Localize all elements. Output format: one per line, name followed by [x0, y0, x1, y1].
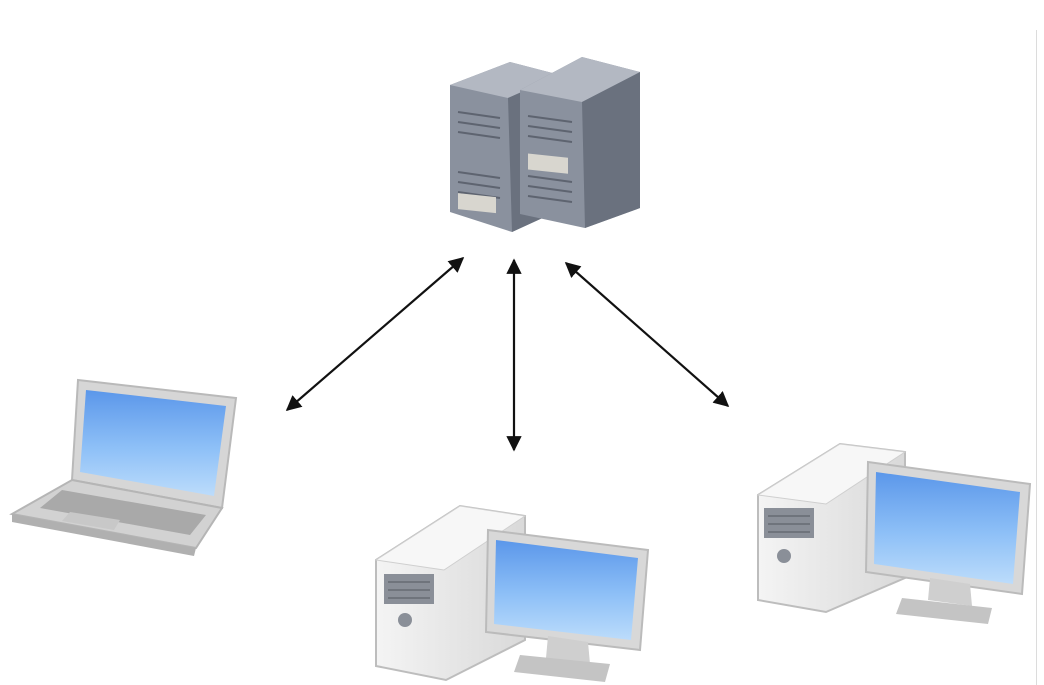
server-rack-icon [450, 57, 640, 232]
power-button-icon [398, 613, 412, 627]
power-button-icon [777, 549, 791, 563]
desktop-computer-icon [756, 442, 1032, 624]
drive-bay [458, 193, 496, 214]
monitor-screen [494, 540, 638, 640]
laptop-icon [9, 378, 238, 556]
monitor-screen [874, 472, 1020, 584]
connection-arrows [285, 256, 730, 452]
desktop-computer-icon [374, 504, 650, 682]
laptop-touchpad [62, 512, 120, 530]
drive-bay [528, 153, 568, 174]
monitor-stand [514, 655, 610, 682]
arrow-server-desktop-right [564, 261, 730, 408]
laptop-keyboard [40, 490, 206, 535]
arrow-server-laptop [285, 256, 465, 412]
monitor-stand [896, 598, 992, 624]
image-border [1036, 30, 1037, 685]
laptop-screen [80, 390, 226, 496]
